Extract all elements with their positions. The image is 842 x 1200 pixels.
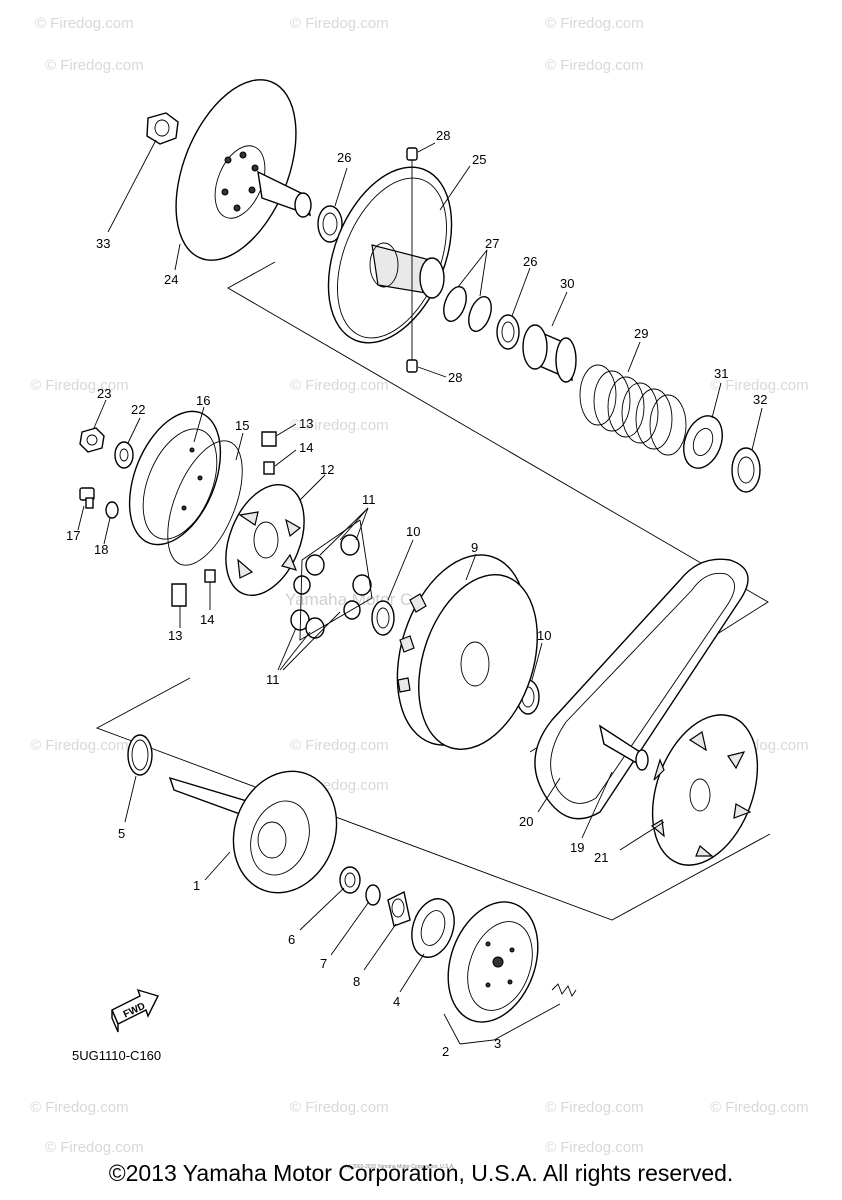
part-2-clutch-carrier [447, 901, 539, 1023]
watermark: © Firedog.com [30, 737, 129, 754]
watermark: © Firedog.com [35, 15, 134, 32]
part-31-seat [683, 415, 723, 469]
part-22-washer [114, 441, 134, 469]
part-3-spring [551, 983, 577, 997]
part-label: 26 [337, 150, 351, 165]
part-label: 1 [193, 878, 200, 893]
part-label: 14 [299, 440, 313, 455]
part-6-bearing [339, 866, 361, 894]
part-label: 21 [594, 850, 608, 865]
part-13-slider [171, 431, 277, 607]
watermark: © Firedog.com [545, 1099, 644, 1116]
part-label: 30 [560, 276, 574, 291]
part-label: 2 [442, 1044, 449, 1059]
part-25-sliding-sheave [327, 166, 453, 344]
watermark: © Firedog.com [30, 377, 129, 394]
part-label: 13 [299, 416, 313, 431]
watermark: © Firedog.com [290, 417, 389, 434]
part-33-nut [146, 112, 179, 145]
part-5-circlip [127, 734, 153, 776]
part-label: 17 [66, 528, 80, 543]
part-28-pin [406, 147, 418, 373]
part-20-v-belt [534, 558, 749, 820]
part-label: 12 [320, 462, 334, 477]
part-label: 10 [537, 628, 551, 643]
part-label: 31 [714, 366, 728, 381]
leader-lines [77, 139, 763, 1045]
part-label: 11 [362, 492, 376, 507]
part-label: 23 [97, 386, 111, 401]
part-21-fan [650, 714, 759, 866]
watermark: © Firedog.com [710, 1099, 809, 1116]
part-label: 28 [448, 370, 462, 385]
part-18-washer [105, 501, 119, 519]
watermark: © Firedog.com [545, 57, 644, 74]
part-label: 6 [288, 932, 295, 947]
diagram-code: 5UG1110-C160 [72, 1048, 161, 1063]
watermark: © Firedog.com [45, 1139, 144, 1156]
part-32-collar [731, 447, 761, 493]
part-label: 29 [634, 326, 648, 341]
part-label: 27 [485, 236, 499, 251]
part-label: 11 [266, 672, 280, 687]
watermark: © Firedog.com [290, 737, 389, 754]
part-label: 25 [472, 152, 486, 167]
watermark: © Firedog.com [30, 1099, 129, 1116]
part-label: 28 [436, 128, 450, 143]
part-label: 9 [471, 540, 478, 555]
part-17-bolt [79, 487, 95, 509]
watermark: © Firedog.com [545, 15, 644, 32]
part-11-rollers [277, 507, 373, 671]
part-19-shaft [598, 724, 649, 771]
part-label: 18 [94, 542, 108, 557]
part-label: 33 [96, 236, 110, 251]
part-label: 32 [753, 392, 767, 407]
part-7-circlip [365, 884, 381, 906]
watermark: © Firedog.com [290, 15, 389, 32]
part-label: 3 [494, 1036, 501, 1051]
part-label: 20 [519, 814, 533, 829]
part-23-nut [79, 427, 105, 453]
part-30-collar [522, 324, 577, 383]
part-label: 22 [131, 402, 145, 417]
part-16-cam [128, 410, 222, 546]
part-label: 8 [353, 974, 360, 989]
watermark: © Firedog.com [545, 1139, 644, 1156]
tiny-copyright: (c) 2003-2015 Yamaha Motor Corporation, … [345, 1164, 455, 1170]
part-8-collar [387, 890, 411, 927]
part-26-seal [317, 205, 343, 243]
part-label: 4 [393, 994, 400, 1009]
part-label: 26 [523, 254, 537, 269]
part-label: 14 [200, 612, 214, 627]
copyright-notice: ©2013 Yamaha Motor Corporation, U.S.A. A… [108, 1160, 734, 1186]
part-labels: 33 24 26 28 25 27 26 30 29 28 31 32 23 2… [66, 128, 767, 1059]
watermark: © Firedog.com [290, 1099, 389, 1116]
part-1-clutch-housing [168, 770, 338, 894]
part-label: 5 [118, 826, 125, 841]
fwd-arrow-icon: FWD [111, 988, 159, 1033]
part-label: 7 [320, 956, 327, 971]
part-15-o-ring [167, 440, 243, 566]
part-24-fixed-sheave [175, 79, 312, 261]
watermark: © Firedog.com [290, 377, 389, 394]
part-label: 19 [570, 840, 584, 855]
part-label: 24 [164, 272, 178, 287]
part-4-bearing [411, 898, 455, 958]
part-label: 16 [196, 393, 210, 408]
part-27-o-rings [443, 286, 492, 332]
part-9-primary-sheave [396, 554, 538, 750]
part-label: 15 [235, 418, 249, 433]
part-29-spring [579, 364, 687, 456]
part-12-weight-plate [225, 483, 305, 597]
watermark: © Firedog.com [710, 377, 809, 394]
watermark: © Firedog.com [45, 57, 144, 74]
part-label: 13 [168, 628, 182, 643]
part-26-seal-2 [496, 314, 520, 350]
part-label: 10 [406, 524, 420, 539]
